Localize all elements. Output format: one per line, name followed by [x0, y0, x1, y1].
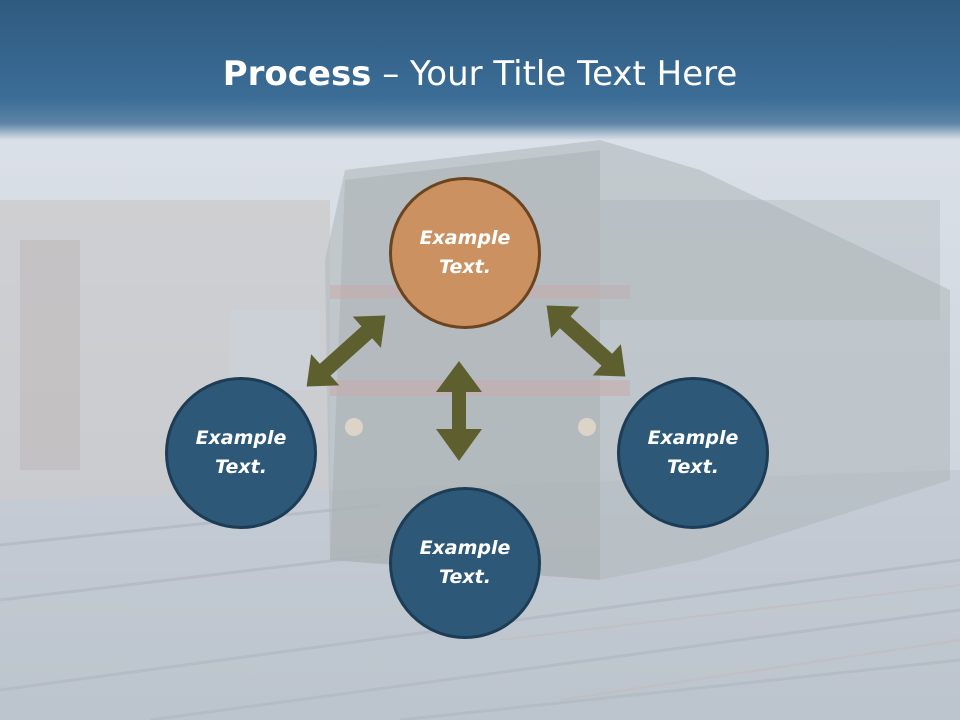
title-bar — [0, 0, 960, 140]
arrow-vertical — [436, 361, 482, 461]
title-bold: Process — [222, 54, 372, 94]
node-left-line1: Example — [195, 427, 287, 449]
title-rest: – Your Title Text Here — [371, 54, 738, 94]
node-left-line2: Text. — [215, 456, 267, 478]
arrow-diagonal-left — [306, 315, 386, 387]
node-top-line1: Example — [419, 227, 511, 249]
node-right-line2: Text. — [667, 456, 719, 478]
arrow-diagonal-right — [546, 305, 626, 377]
node-right-line1: Example — [647, 427, 739, 449]
node-bottom-line1: Example — [419, 537, 511, 559]
slide-title: Process – Your Title Text Here — [0, 52, 960, 96]
node-top-line2: Text. — [439, 256, 491, 278]
node-bottom-line2: Text. — [439, 566, 491, 588]
